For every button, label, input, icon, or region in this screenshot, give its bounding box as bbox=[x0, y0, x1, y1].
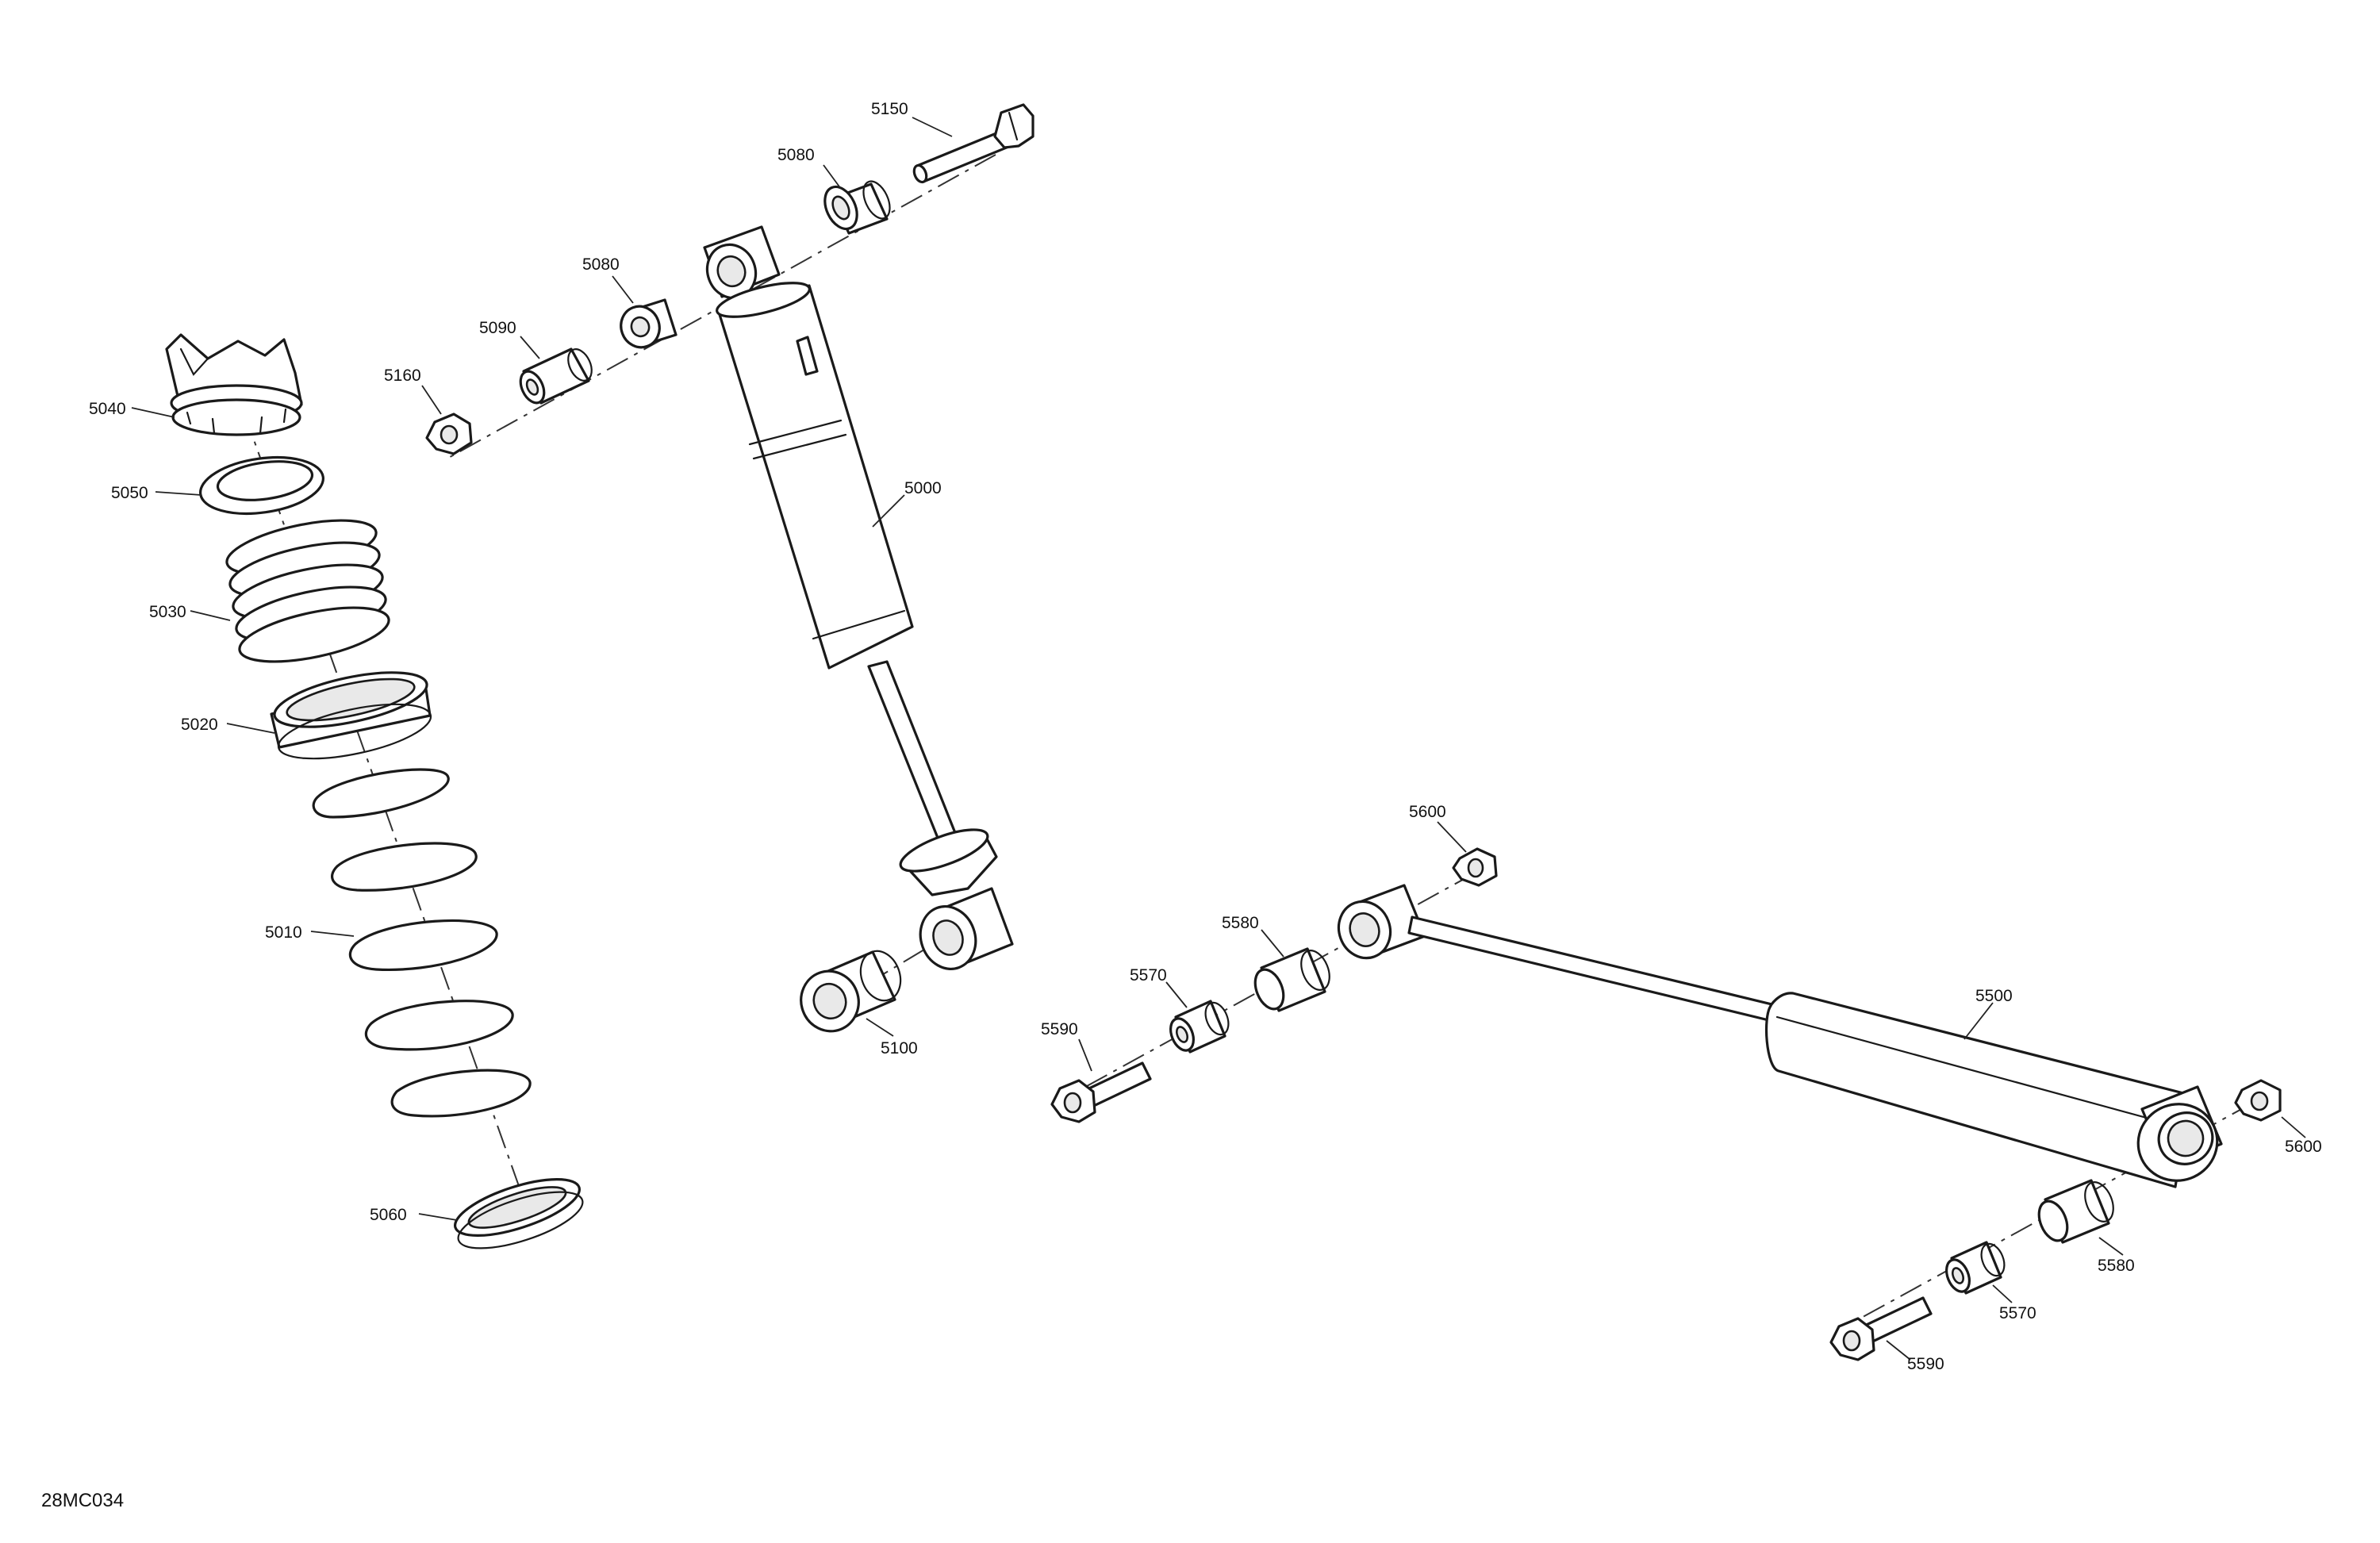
spring-guide-5020 bbox=[270, 671, 432, 760]
leader-5010 bbox=[310, 931, 355, 937]
leader-5570-left bbox=[1165, 981, 1188, 1008]
bolt-5150 bbox=[912, 103, 1035, 184]
leader-5050 bbox=[155, 491, 202, 496]
spacer-5570-left bbox=[1169, 1000, 1230, 1054]
bolt-5590-right bbox=[1829, 1296, 1933, 1361]
nut-5600-left bbox=[1452, 847, 1498, 887]
main-spring-5010 bbox=[312, 768, 532, 1118]
flanged-bushing-5080-lower bbox=[620, 298, 678, 349]
leader-5500 bbox=[1964, 1002, 1994, 1040]
flanged-bushing-5080-upper bbox=[823, 180, 891, 235]
secondary-spring-5030 bbox=[225, 519, 390, 663]
damper-5500 bbox=[1337, 884, 2223, 1188]
callout-5580-left: 5580 bbox=[1222, 914, 1259, 932]
callout-labels: 5150 5080 5080 5090 5160 5040 5050 5030 … bbox=[89, 100, 2322, 1373]
spacer-5570-right bbox=[1945, 1241, 2006, 1295]
leader-5600-left bbox=[1437, 821, 1467, 853]
leader-5020 bbox=[226, 723, 275, 734]
leader-5030 bbox=[190, 610, 231, 621]
callout-5600-right: 5600 bbox=[2285, 1138, 2322, 1156]
callout-5570-right: 5570 bbox=[1999, 1304, 2036, 1322]
leader-5090 bbox=[520, 336, 540, 359]
leader-5080-lower bbox=[612, 275, 634, 304]
spacer-5090 bbox=[519, 347, 593, 405]
leader-5590-left bbox=[1078, 1038, 1092, 1072]
leader-5570-right bbox=[1992, 1284, 2013, 1303]
callout-5090: 5090 bbox=[479, 319, 516, 337]
callout-5600-left: 5600 bbox=[1409, 803, 1446, 821]
callout-5500: 5500 bbox=[1975, 987, 2013, 1005]
callout-5060: 5060 bbox=[370, 1206, 407, 1224]
lower-seat-5060 bbox=[454, 1177, 584, 1249]
callout-5160: 5160 bbox=[384, 367, 421, 385]
nut-5600-right bbox=[2234, 1079, 2282, 1122]
sleeve-5580-right bbox=[2037, 1179, 2114, 1244]
callout-5580-right: 5580 bbox=[2098, 1257, 2135, 1275]
spring-seat-5040 bbox=[165, 333, 303, 436]
callout-5590-left: 5590 bbox=[1041, 1020, 1078, 1038]
washer-5050 bbox=[199, 456, 324, 515]
callout-5150: 5150 bbox=[871, 100, 908, 118]
callout-5080-upper: 5080 bbox=[777, 146, 815, 164]
leader-5600-right bbox=[2281, 1116, 2306, 1138]
callout-5020: 5020 bbox=[181, 716, 218, 734]
leader-5590-right bbox=[1886, 1340, 1911, 1361]
leader-5580-left bbox=[1261, 929, 1284, 958]
shock-absorber-5000 bbox=[703, 225, 1014, 970]
callout-5000: 5000 bbox=[904, 479, 942, 497]
callout-5570-left: 5570 bbox=[1130, 966, 1167, 985]
center-axes bbox=[229, 154, 2254, 1326]
callout-5050: 5050 bbox=[111, 484, 148, 502]
leader-5040 bbox=[131, 407, 175, 418]
leader-5580-right bbox=[2098, 1237, 2124, 1256]
callout-5040: 5040 bbox=[89, 400, 126, 418]
callout-5080-lower: 5080 bbox=[582, 255, 620, 274]
callout-5100: 5100 bbox=[881, 1039, 918, 1057]
bolt-5590-left bbox=[1050, 1061, 1152, 1123]
leader-5100 bbox=[866, 1018, 894, 1037]
figure-id: 28MC034 bbox=[41, 1490, 124, 1511]
leader-5000 bbox=[872, 494, 905, 528]
leader-5160 bbox=[421, 385, 442, 415]
callout-5010: 5010 bbox=[265, 923, 302, 942]
bushing-5100 bbox=[800, 950, 902, 1033]
leader-5060 bbox=[418, 1213, 458, 1221]
callout-5030: 5030 bbox=[149, 603, 186, 621]
leader-lines bbox=[131, 117, 2306, 1361]
leader-5080-upper bbox=[823, 164, 842, 190]
nut-5160 bbox=[425, 413, 473, 455]
leader-5150 bbox=[912, 117, 953, 137]
sleeve-5580-left bbox=[1253, 947, 1330, 1012]
callout-5590-right: 5590 bbox=[1907, 1355, 1944, 1373]
